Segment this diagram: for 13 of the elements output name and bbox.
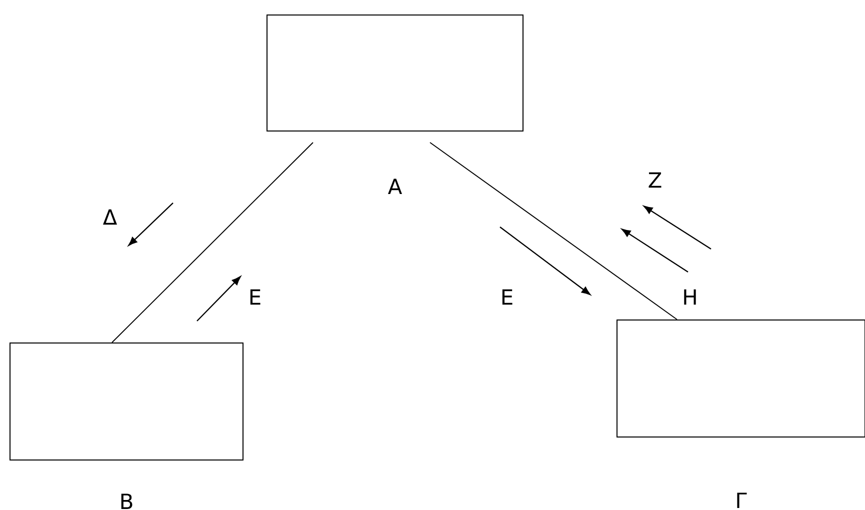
box: Β — [10, 342, 244, 509]
letter-label: Ε — [250, 289, 260, 305]
letter-label: Δ — [102, 209, 118, 225]
letter-label: Ζ — [648, 172, 662, 188]
box: Γ — [616, 320, 865, 508]
letter-label: Η — [684, 289, 696, 305]
node-label: Γ — [737, 492, 747, 508]
box: Α — [266, 14, 524, 194]
line — [430, 142, 678, 320]
line — [112, 142, 314, 343]
letter-label: Ε — [502, 289, 512, 305]
node-label: Β — [121, 494, 132, 509]
node-label: Α — [388, 178, 402, 194]
